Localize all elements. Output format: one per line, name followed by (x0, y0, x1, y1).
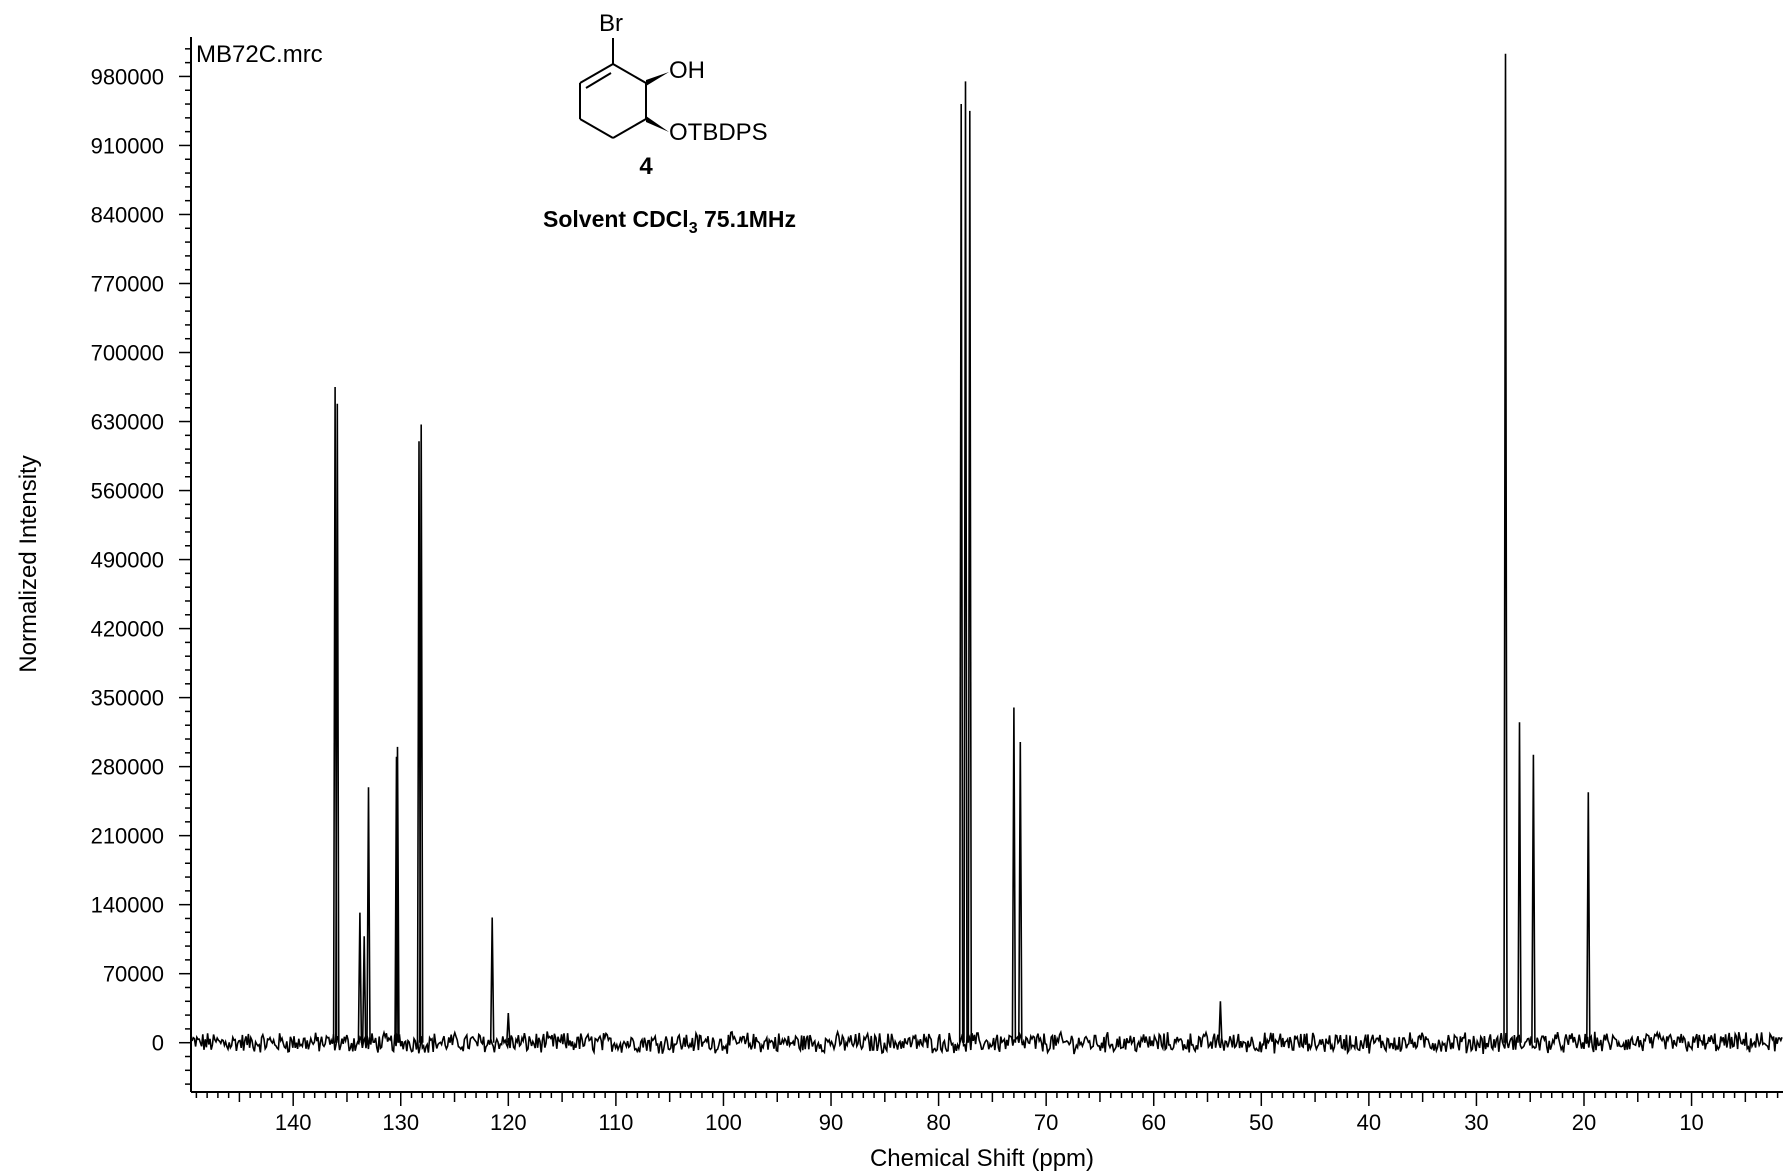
spectrum-peak (506, 1013, 511, 1043)
spectrum-peak (1018, 741, 1023, 1043)
y-tick-label: 700000 (91, 341, 164, 366)
x-tick-label: 80 (926, 1110, 950, 1135)
x-tick-label: 10 (1679, 1110, 1703, 1135)
x-tick-label: 120 (490, 1110, 527, 1135)
spectrum-peak (366, 787, 371, 1043)
x-tick-label: 40 (1357, 1110, 1381, 1135)
spectrum-peak (335, 403, 340, 1043)
x-tick-label: 60 (1141, 1110, 1165, 1135)
spectrum-peak (1586, 792, 1591, 1043)
y-tick-label: 770000 (91, 271, 164, 296)
y-tick-label: 560000 (91, 479, 164, 504)
y-axis-title: Normalized Intensity (15, 455, 42, 672)
spectrum-peak (394, 756, 399, 1043)
y-tick-label: 910000 (91, 133, 164, 158)
spectrum-peak (361, 936, 367, 1043)
x-tick-label: 70 (1034, 1110, 1058, 1135)
spectrum-peak (1517, 722, 1522, 1043)
y-tick-label: 980000 (91, 64, 164, 89)
solvent-label: Solvent CDCl3 75.1MHz (543, 206, 796, 237)
x-tick-label: 20 (1572, 1110, 1596, 1135)
spectrum-peak (395, 746, 400, 1043)
x-tick-label: 110 (598, 1110, 633, 1135)
x-tick-label: 90 (819, 1110, 843, 1135)
y-tick-label: 630000 (91, 410, 164, 435)
x-tick-label: 30 (1464, 1110, 1488, 1135)
y-tick-label: 140000 (91, 893, 164, 918)
file-label: MB72C.mrc (196, 41, 323, 68)
spectrum-peak (1531, 754, 1536, 1043)
spectrum-peak (489, 917, 495, 1043)
x-tick-label: 100 (705, 1110, 742, 1135)
spectrum-peak (1503, 53, 1508, 1043)
y-tick-label: 490000 (91, 548, 164, 573)
y-tick-label: 210000 (91, 824, 164, 849)
y-tick-label: 0 (152, 1031, 164, 1056)
spectrum-peak (1011, 707, 1017, 1043)
atom-label-otbdps: OTBDPS (669, 119, 768, 146)
y-tick-label: 280000 (91, 755, 164, 780)
spectrum-peaks (332, 53, 1591, 1043)
spectrum-peak (1218, 1001, 1223, 1043)
x-tick-label: 140 (275, 1110, 312, 1135)
compound-number: 4 (639, 153, 653, 180)
y-tick-label: 350000 (91, 686, 164, 711)
spectrum-trace (191, 1029, 1783, 1056)
chemical-structure: Br OH OTBDPS 4 (579, 10, 768, 180)
x-tick-label: 130 (382, 1110, 419, 1135)
x-axis-ticks: 140 130 120 110 100 90 80 70 60 50 40 30 20 10 (195, 1092, 1779, 1135)
y-tick-label: 420000 (91, 617, 164, 642)
y-tick-label: 70000 (103, 962, 164, 987)
atom-label-oh: OH (669, 57, 705, 84)
y-axis-ticks: 0 70000 140000 210000 280000 350000 420000 4900… (91, 48, 191, 1085)
spectrum-peak (357, 912, 363, 1043)
spectrum-peak (418, 424, 424, 1043)
spectrum-peak (963, 81, 968, 1043)
spectrum-peak (967, 110, 973, 1043)
y-tick-label: 840000 (91, 202, 164, 227)
spectrum-peak (958, 103, 964, 1043)
atom-label-br: Br (599, 10, 623, 37)
x-tick-label: 50 (1249, 1110, 1273, 1135)
x-axis-title: Chemical Shift (ppm) (870, 1145, 1094, 1172)
